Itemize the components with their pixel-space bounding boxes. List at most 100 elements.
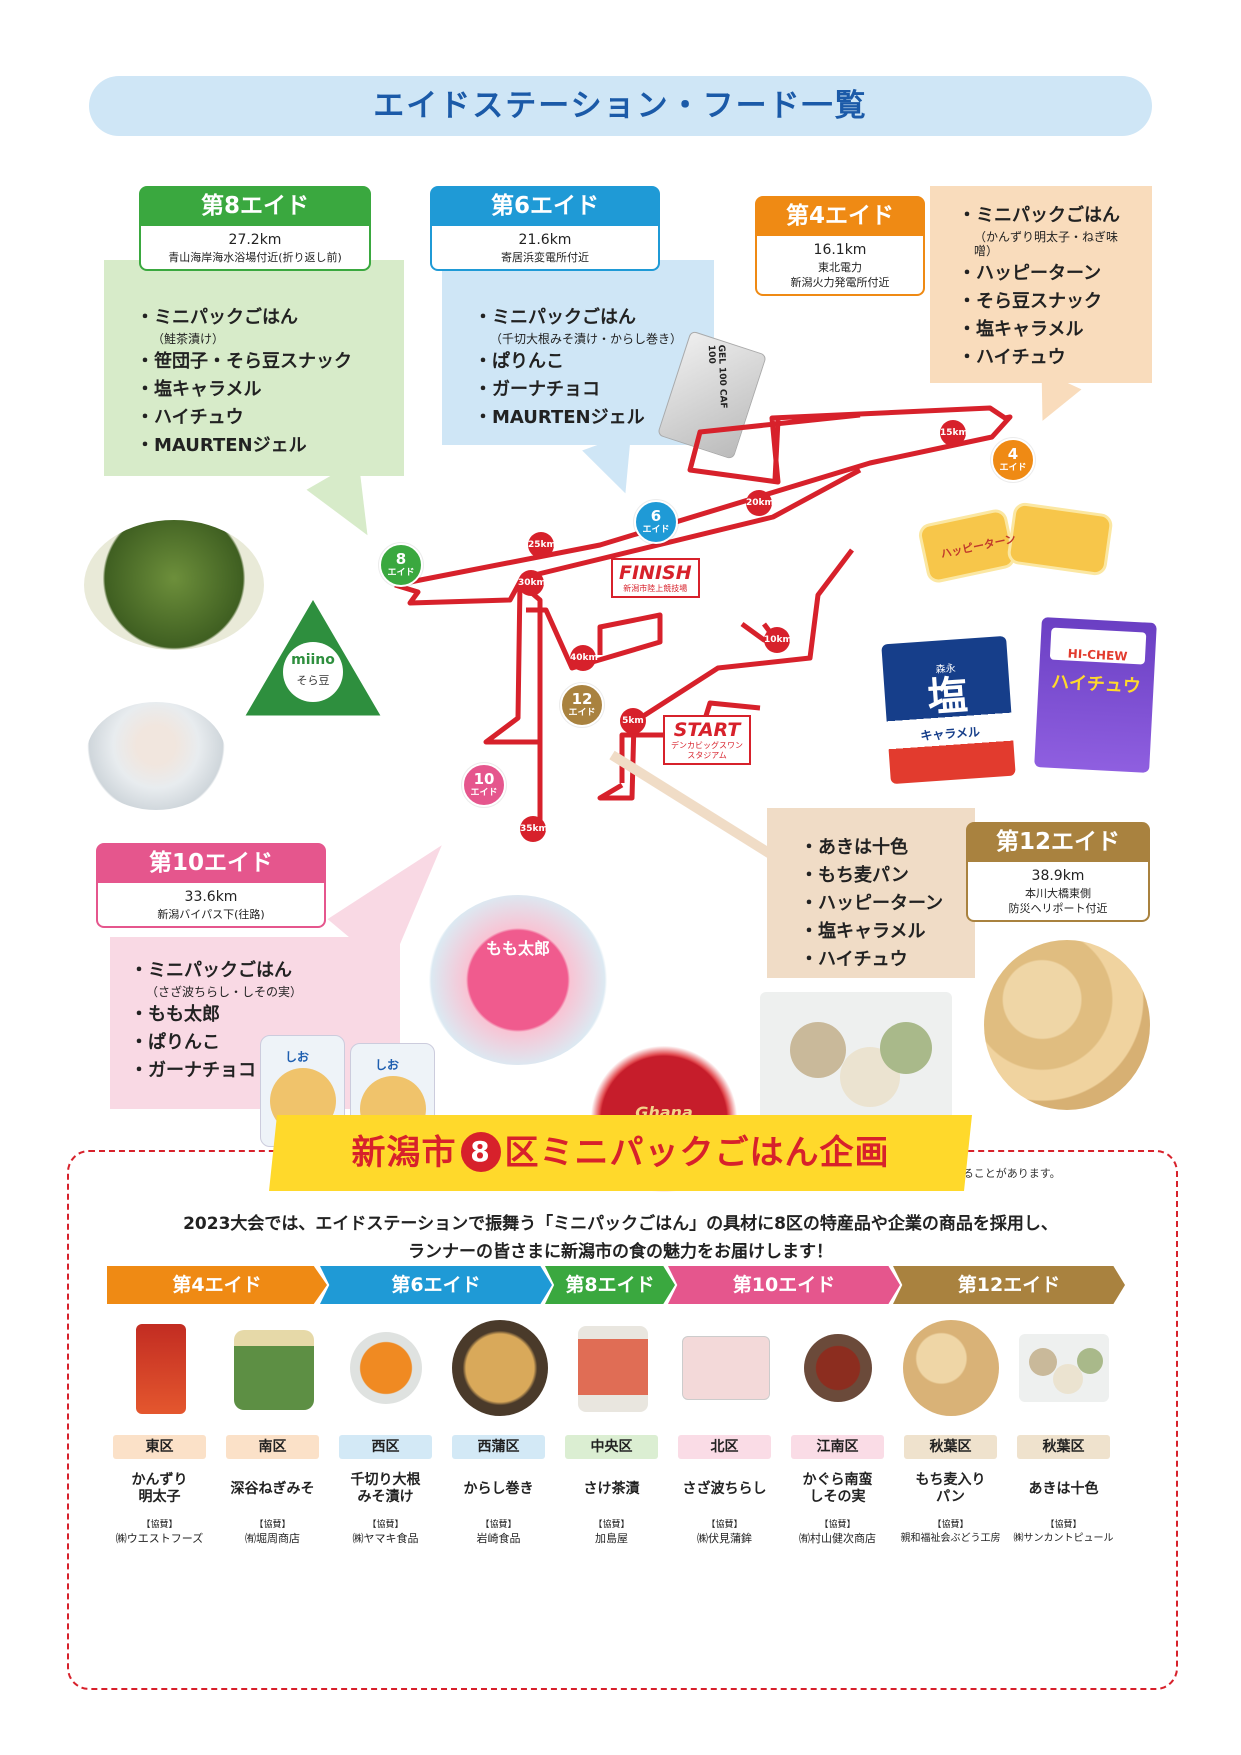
akiha-toiro-small-photo (1016, 1320, 1112, 1416)
aid10-km: 33.6km (184, 889, 238, 905)
sponsor-heading: 【協賛】 (254, 1520, 291, 1530)
mentaiko-jar-photo (113, 1320, 209, 1416)
km-marker-5: 5km (620, 708, 646, 734)
list-item: ・MAURTENジェル (136, 435, 307, 456)
km-marker-40: 40km (570, 645, 598, 671)
ward-label: 秋葉区 (1017, 1435, 1110, 1459)
momotaro-photo: もも太郎 (428, 895, 608, 1065)
aid6-title: 第6エイド (430, 186, 660, 226)
daikon-miso-photo (338, 1320, 434, 1416)
product-name-line-1: さざ波ちらし (682, 1480, 767, 1497)
list-item: ・ハイチュウ (958, 347, 1066, 368)
product-name: さざ波ちらし (672, 1469, 777, 1509)
list-item: ・笹団子・そら豆スナック (136, 351, 352, 372)
course-map (394, 405, 1013, 822)
step-aid12: 第12エイド (893, 1266, 1125, 1304)
list-item: ・ハッピーターン (958, 263, 1102, 284)
product-name: さけ茶漬 (559, 1469, 664, 1509)
list-item: ・もち麦パン (800, 865, 909, 886)
list-item: ・ミニパックごはん (136, 307, 298, 328)
aid12-card: 第12エイド 38.9km 本川大橋東側 防災ヘリポート付近 (966, 822, 1150, 922)
sponsor-name: 加島屋 (595, 1532, 628, 1545)
aid4-food-list: ・ミニパックごはん （かんずり明太子・ねぎ味噌） ・ハッピーターン ・そら豆スナ… (940, 196, 1152, 384)
marker-number: 8 (395, 550, 407, 568)
sponsor-name: ㈱ウエストフーズ (115, 1532, 204, 1545)
product-chuo: 中央区 さけ茶漬 【協賛】 加島屋 (559, 1435, 664, 1546)
product-akiha-2: 秋葉区 あきは十色 【協賛】 ㈱サンカントピュール (1011, 1435, 1116, 1546)
list-item: ・ハイチュウ (136, 407, 244, 428)
product-kita: 北区 さざ波ちらし 【協賛】 ㈱伏見蒲鉾 (672, 1435, 777, 1546)
marker-number: 6 (650, 507, 662, 525)
aid4-location-1: 東北電力 (818, 261, 862, 274)
product-nishi: 西区 千切り大根みそ漬け 【協賛】 ㈱ヤマキ食品 (333, 1435, 438, 1546)
campaign-title-city: 新潟市 (351, 1133, 457, 1173)
finish-label: FINISH 新潟市陸上競技場 (611, 558, 700, 598)
marker-number: 10 (473, 770, 495, 788)
campaign-description-1: 2023大会では、エイドステーションで振舞う「ミニパックごはん」の具材に8区の特… (183, 1214, 1058, 1234)
sake-chazuke-jar-photo (565, 1320, 661, 1416)
list-item: ・ミニパックごはん (474, 307, 636, 328)
product-name-line-1: かんずり (131, 1472, 188, 1488)
start-venue-1: デンカビッグスワン (671, 741, 743, 750)
parinko-label-2: しお (375, 1058, 400, 1072)
sasadango-photo (84, 520, 264, 650)
sponsor-name: ㈲村山健次商店 (799, 1532, 876, 1545)
negimiso-jar-photo (226, 1320, 322, 1416)
product-name-line-1: 深谷ねぎみそ (230, 1480, 315, 1497)
product-name: 深谷ねぎみそ (220, 1469, 325, 1509)
ward-label: 東区 (113, 1435, 206, 1459)
campaign-description-2: ランナーの皆さまに新潟市の食の魅力をお届けします！ (408, 1242, 833, 1262)
ward-label: 秋葉区 (904, 1435, 997, 1459)
kagura-nanban-photo (790, 1320, 886, 1416)
km-marker-10: 10km (764, 627, 792, 653)
list-item: ・ぱりんこ (474, 351, 564, 372)
route-loop (394, 467, 862, 606)
km-marker-20: 20km (746, 490, 774, 516)
sazanami-chirashi-photo (678, 1320, 774, 1416)
route-west (483, 580, 543, 822)
list-item: ・塩キャラメル (800, 921, 926, 942)
step-aid10: 第10エイド (668, 1266, 900, 1304)
sponsor-heading: 【協賛】 (1045, 1520, 1082, 1530)
sponsor-name: ㈱ヤマキ食品 (352, 1532, 419, 1545)
step-aid8: 第8エイド (545, 1266, 675, 1304)
aid6-card: 第6エイド 21.6km 寄居浜変電所付近 (430, 186, 660, 271)
product-name-line-2: みそ漬け (357, 1489, 414, 1505)
sponsor-name: ㈲堀周商店 (245, 1532, 300, 1545)
karashi-maki-photo (452, 1320, 548, 1416)
sponsor-name: ㈱サンカントピュール (1013, 1533, 1114, 1544)
aid8-location: 青山海岸海水浴場付近(折り返し前) (168, 251, 342, 264)
mochimugi-pan-photo (903, 1320, 999, 1416)
ward-label: 中央区 (565, 1435, 658, 1459)
miino-label: miino (291, 652, 335, 668)
miino-snack-photo: miino そら豆 (238, 592, 388, 722)
aid4-card: 第4エイド 16.1km 東北電力 新潟火力発電所付近 (755, 196, 925, 296)
product-minami: 南区 深谷ねぎみそ 【協賛】 ㈲堀周商店 (220, 1435, 325, 1546)
start-venue-2: スタジアム (687, 751, 727, 760)
sponsor-heading: 【協賛】 (932, 1520, 969, 1530)
route-north (404, 405, 1013, 586)
list-item: ・ハッピーターン (800, 893, 944, 914)
product-name-line-1: あきは十色 (1028, 1480, 1099, 1497)
product-name-line-1: からし巻き (463, 1480, 534, 1497)
sponsor-heading: 【協賛】 (706, 1520, 743, 1530)
product-konan: 江南区 かぐら南蛮しその実 【協賛】 ㈲村山健次商店 (785, 1435, 890, 1546)
aid8-panel (104, 260, 404, 476)
aid10-card: 第10エイド 33.6km 新潟バイパス下(往路) (96, 843, 326, 928)
product-nishikan: 西蒲区 からし巻き 【協賛】 岩崎食品 (446, 1435, 551, 1546)
sponsor-heading: 【協賛】 (480, 1520, 517, 1530)
aid12-km: 38.9km (1031, 868, 1085, 884)
list-item: ・ガーナチョコ (130, 1060, 256, 1081)
route-mid (526, 607, 663, 671)
km-marker-35: 35km (520, 816, 548, 842)
aid12-panel (767, 808, 975, 978)
momotaro-label: もも太郎 (485, 939, 550, 958)
sponsor-heading: 【協賛】 (593, 1520, 630, 1530)
product-name-line-1: 千切り大根 (350, 1472, 421, 1488)
product-name-line-1: さけ茶漬 (583, 1480, 640, 1497)
list-item-note: （かんずり明太子・ねぎ味噌） (974, 230, 1119, 258)
